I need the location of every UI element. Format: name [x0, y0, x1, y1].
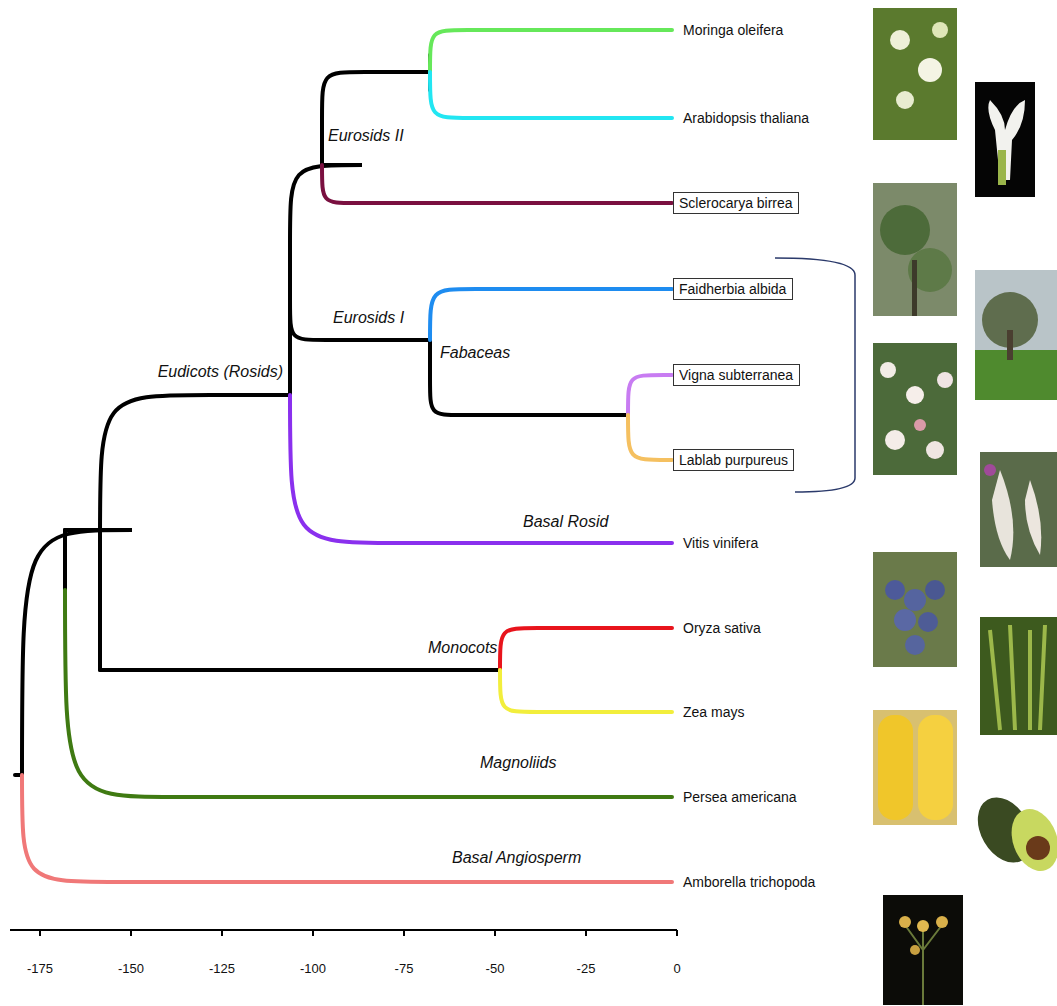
species-name: Amborella trichopoda [683, 874, 815, 890]
clade-name: Basal Angiosperm [452, 849, 581, 867]
tree-branch [100, 668, 500, 672]
tree-branch [322, 165, 672, 203]
tree-branch [65, 528, 100, 532]
axis-tick-label: -25 [577, 961, 596, 976]
axis-tick [585, 930, 587, 936]
tree-branch [100, 395, 290, 540]
clade-name: Basal Rosid [523, 513, 608, 531]
tree-branch [290, 395, 672, 543]
axis-tick-label: 0 [673, 961, 680, 976]
species-name: Faidherbia albida [679, 281, 787, 297]
species-box: Sclerocarya birrea [673, 192, 799, 214]
axis-tick [312, 930, 314, 936]
species-name: Vigna subterranea [679, 367, 794, 383]
axis-tick [403, 930, 405, 936]
axis-tick-label: -75 [395, 961, 414, 976]
species-name: Zea mays [683, 704, 744, 720]
species-name: Persea americana [683, 789, 797, 805]
tree-branch [628, 415, 672, 460]
tree-branch [22, 530, 132, 775]
species-name: Moringa oleifera [683, 22, 783, 38]
species-name: Oryza sativa [683, 620, 761, 636]
tree-branch [98, 530, 102, 670]
axis-tick-label: -50 [486, 961, 505, 976]
axis [10, 930, 677, 936]
tree-branch [290, 165, 362, 245]
photos [873, 8, 1057, 1005]
species-box: Lablab purpureus [673, 449, 794, 471]
tree-branch [430, 378, 628, 415]
clade-name: Monocots [428, 639, 497, 657]
species-box: Faidherbia albida [673, 278, 793, 300]
tree-branch [628, 375, 672, 415]
tree-branch [428, 340, 432, 378]
tree-branch [322, 72, 430, 120]
species-name: Lablab purpureus [679, 452, 788, 468]
tree-branch [22, 775, 672, 882]
tree-branch [500, 670, 672, 712]
tree-branch [500, 628, 672, 670]
axis-tick-label: -150 [118, 961, 144, 976]
species-name: Sclerocarya birrea [679, 195, 793, 211]
clade-name: Fabaceas [440, 344, 510, 362]
clade-name: Eurosids II [328, 127, 404, 145]
axis-tick-label: -125 [209, 961, 235, 976]
tree-branch [320, 120, 324, 165]
species-name: Vitis vinifera [683, 535, 758, 551]
clade-name: Eudicots (Rosids) [158, 363, 283, 381]
clade-name: Eurosids I [333, 309, 404, 327]
tree-branch [430, 72, 672, 118]
clade-name: Magnoliids [480, 754, 556, 772]
axis-tick-label: -100 [300, 961, 326, 976]
axis-tick [494, 930, 496, 936]
species-box: Vigna subterranea [673, 364, 800, 386]
axis-tick-label: -175 [27, 961, 53, 976]
tree-branch [430, 289, 672, 340]
axis-tick [676, 930, 678, 936]
tree-branch [65, 590, 672, 797]
tree-branch [290, 300, 430, 340]
tree-branch [430, 30, 672, 72]
axis-tick [39, 930, 41, 936]
species-name: Arabidopsis thaliana [683, 110, 809, 126]
axis-tick [221, 930, 223, 936]
tree-branch [63, 530, 67, 590]
axis-tick [130, 930, 132, 936]
